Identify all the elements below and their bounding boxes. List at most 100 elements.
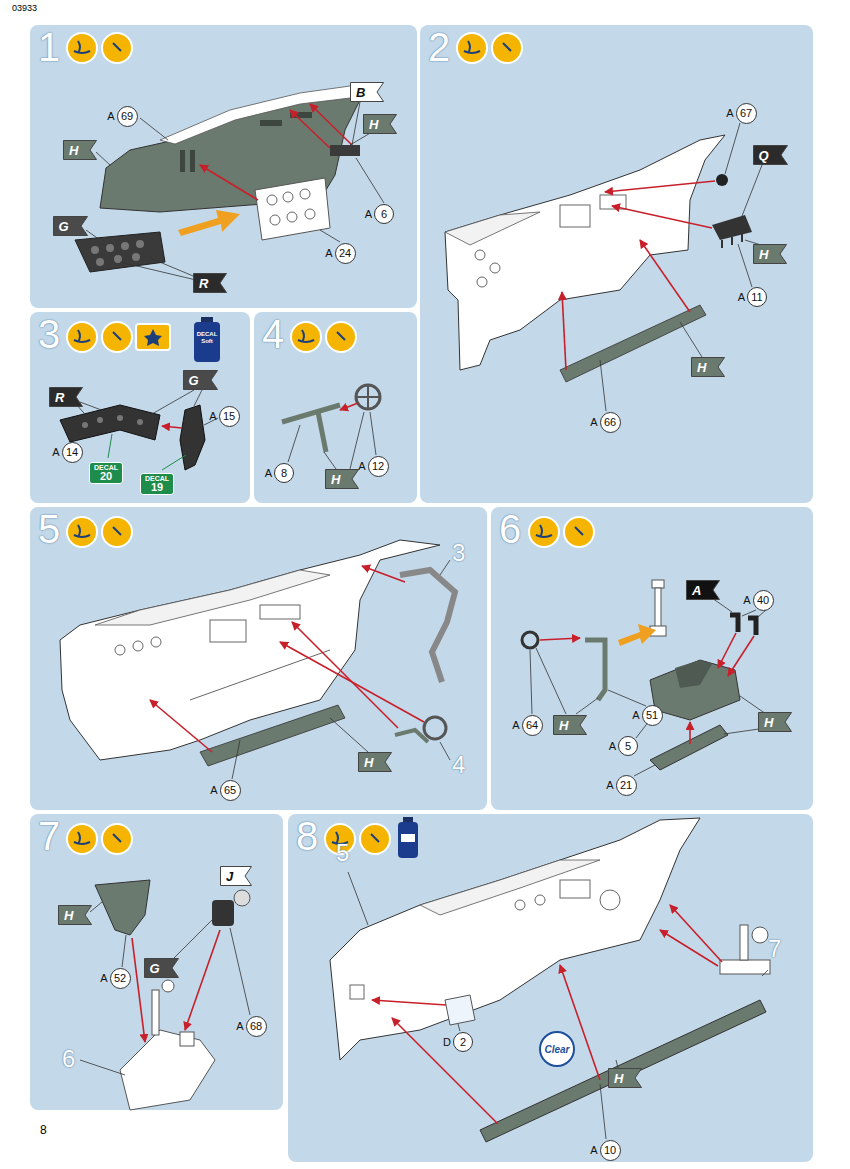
flag-shape [53, 216, 88, 236]
decal-number: 20 [100, 471, 112, 483]
part-letter: A [606, 779, 613, 791]
color-code: G [183, 373, 199, 388]
color-flag: A [686, 580, 720, 600]
flag-shape [63, 140, 97, 160]
part-letter: A [325, 247, 332, 259]
part-number: 24 [339, 247, 351, 259]
callout-number: A10 [600, 1140, 621, 1161]
color-code: B [350, 85, 365, 100]
flag-shape [363, 114, 397, 134]
clear-word: Clear [544, 1044, 569, 1055]
callout-number: A52 [110, 968, 131, 989]
part-number: 67 [740, 107, 752, 119]
color-code: G [53, 219, 69, 234]
part-number: 21 [620, 779, 632, 791]
part-letter: A [100, 972, 107, 984]
bottle-label: DECAL Soft [195, 331, 219, 344]
color-flag: H [63, 140, 97, 160]
part-letter: A [209, 410, 216, 422]
callout-number: A67 [736, 103, 757, 124]
decal-word: DECAL [145, 475, 169, 482]
part-letter: D [443, 1036, 451, 1048]
callout-number: A69 [117, 106, 138, 127]
color-flag: R [49, 387, 83, 407]
part-letter: A [609, 740, 616, 752]
part-letter: A [365, 208, 372, 220]
callout-number: A24 [335, 243, 356, 264]
callout-number: A66 [600, 412, 621, 433]
step-number: 5 [38, 507, 60, 552]
color-flag: G [183, 370, 218, 390]
callout-number: A8 [274, 463, 294, 483]
flag-shape [758, 712, 792, 732]
step-panel: 1A69BHA6HA24GR [30, 25, 417, 308]
color-flag: H [553, 715, 587, 735]
step-reference: 6 [62, 1046, 75, 1072]
step-panel: 4A 12 A8 H [254, 312, 417, 503]
step-reference: 4 [452, 752, 465, 778]
part-letter: A [743, 594, 750, 606]
step-reference: 3 [452, 540, 465, 566]
part-letter: A [52, 446, 59, 458]
callout-number: A6 [374, 204, 394, 224]
color-code: H [325, 472, 340, 487]
part-number: 40 [757, 594, 769, 606]
step-panel: 5HA65 [30, 507, 487, 810]
color-flag: H [753, 244, 787, 264]
flag-shape [608, 1068, 642, 1088]
callout-number: A14 [62, 442, 83, 463]
color-code: G [144, 961, 160, 976]
color-flag: Q [753, 145, 788, 165]
color-code: H [553, 718, 568, 733]
color-code: H [753, 247, 768, 262]
part-number: 68 [250, 1020, 262, 1032]
step-panel: 2A67QHA11HA66 [420, 25, 813, 503]
color-flag: G [53, 216, 88, 236]
clear-badge: Clear [539, 1031, 575, 1067]
flag-shape [686, 580, 720, 600]
decal-word: DECAL [94, 464, 118, 471]
color-code: H [608, 1071, 623, 1086]
part-number: 65 [224, 784, 236, 796]
part-number: 10 [604, 1144, 616, 1156]
flag-shape [49, 387, 83, 407]
step-number: 1 [38, 25, 60, 70]
part-number: 12 [372, 460, 384, 472]
color-flag: H [363, 114, 397, 134]
callout-number: A11 [747, 287, 767, 307]
part-number: 14 [66, 446, 78, 458]
step-panel: 3RGA15A14DECAL20DECAL19 [30, 312, 250, 503]
flag-shape [358, 752, 392, 772]
flag-shape [325, 469, 359, 489]
decal-number: 19 [151, 482, 163, 494]
part-number: 8 [281, 467, 287, 479]
color-code: R [193, 276, 208, 291]
decal-tag: DECAL20 [89, 462, 123, 485]
doc-number: 03933 [12, 4, 37, 14]
part-number: 5 [625, 740, 631, 752]
callout-number: A21 [616, 775, 637, 796]
color-code: R [49, 390, 64, 405]
step-number: 7 [38, 814, 60, 859]
part-letter: A [512, 719, 519, 731]
part-number: 15 [223, 410, 235, 422]
color-flag: H [691, 357, 725, 377]
page-number: 8 [40, 1124, 47, 1137]
callout-number: A64 [522, 715, 543, 736]
flag-shape [753, 145, 788, 165]
color-flag: H [58, 905, 92, 925]
step-reference: 5 [336, 840, 349, 866]
part-letter: A [632, 709, 639, 721]
color-code: H [58, 908, 73, 923]
color-code: H [363, 117, 378, 132]
color-code: J [220, 869, 233, 884]
part-letter: A [236, 1020, 243, 1032]
color-code: Q [753, 148, 769, 163]
step-number: 4 [262, 312, 284, 357]
color-flag: H [608, 1068, 642, 1088]
color-flag: G [144, 958, 179, 978]
part-number: 64 [526, 719, 538, 731]
color-code: H [63, 143, 78, 158]
part-letter: A [265, 467, 272, 479]
